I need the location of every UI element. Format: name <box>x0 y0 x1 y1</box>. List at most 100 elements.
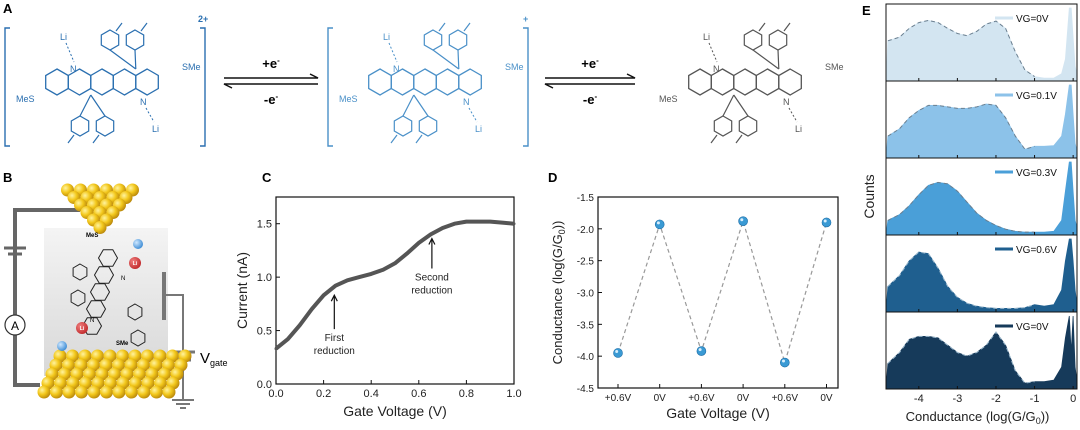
sme-label: SMe <box>116 341 129 347</box>
y-tick-label: 1.5 <box>257 219 272 231</box>
data-point <box>393 261 397 265</box>
fit-curve <box>887 251 1035 309</box>
data-point <box>488 220 492 224</box>
x-tick-label: 0.2 <box>316 388 331 400</box>
n-label: N <box>90 318 94 324</box>
n-label: N <box>393 64 400 74</box>
data-point <box>738 216 748 226</box>
ring <box>733 68 757 96</box>
panel-label-c: C <box>262 170 272 185</box>
ammeter-label: A <box>11 319 19 333</box>
gold-substrate-electrode <box>37 349 192 399</box>
methyl-bond <box>710 134 718 144</box>
x-axis-label-main: Conductance (log(G/G <box>906 409 1036 424</box>
x-tick-label: +0.6V <box>605 393 632 404</box>
tolyl-ring <box>127 303 143 321</box>
histogram-panel: VG=0V <box>885 311 1078 390</box>
coordination-bond <box>468 107 478 123</box>
equilibrium-arrows-1: +e--e- <box>223 56 319 107</box>
gold-atom <box>112 385 126 399</box>
bond <box>777 49 780 70</box>
forward-arrow <box>545 73 636 79</box>
ring <box>368 68 392 96</box>
histogram-panel: VG=0.1V <box>885 80 1078 159</box>
connecting-line <box>617 219 828 365</box>
n-label: N <box>121 276 125 282</box>
data-point <box>464 220 468 224</box>
superscript: - <box>594 92 597 101</box>
tolyl-ring <box>738 115 758 137</box>
ring <box>89 283 111 301</box>
methyl-bond <box>463 22 471 32</box>
x-tick-label: 1.0 <box>506 388 521 400</box>
y-axis-label-end: )) <box>550 221 565 230</box>
panel-label-a: A <box>3 1 13 16</box>
n-label: N <box>70 64 77 74</box>
data-point-highlight <box>823 219 827 223</box>
x-tick-label: +0.6V <box>772 393 799 404</box>
y-tick-label: -4.0 <box>577 352 595 363</box>
annotation-text: reduction <box>411 286 452 297</box>
methyl-bond <box>140 22 148 32</box>
data-point <box>405 252 409 256</box>
y-axis-label: Counts <box>861 174 877 218</box>
y-tick-label: -1.5 <box>577 193 595 204</box>
data-point <box>512 222 516 226</box>
data-point-highlight <box>615 349 619 353</box>
ammeter-icon <box>4 314 26 336</box>
data-point <box>613 348 623 358</box>
methyl-bond <box>92 134 100 144</box>
data-point <box>298 323 302 327</box>
ring <box>93 266 115 284</box>
methyl-bond <box>415 134 423 144</box>
x-axis-label: Conductance (log(G/G0)) <box>906 409 1050 426</box>
data-point <box>453 222 456 226</box>
li-label: Li <box>795 124 802 134</box>
ring <box>688 68 712 96</box>
n-label: N <box>783 97 790 107</box>
legend-label: VG=0.1V <box>1016 91 1057 102</box>
data-point <box>334 284 337 288</box>
methyl-bond <box>438 22 446 32</box>
bond <box>413 94 429 117</box>
fit-curve <box>887 331 1035 384</box>
backward-arrow <box>223 83 318 89</box>
gold-atom <box>37 385 51 399</box>
fit-curve <box>887 19 1035 78</box>
coordination-bond <box>388 42 398 63</box>
ring <box>135 68 159 96</box>
x-axis-label-sub: 0 <box>1036 416 1041 426</box>
x-tick-label: 0.8 <box>459 388 474 400</box>
tolyl-ring <box>100 29 120 51</box>
li-label: Li <box>383 32 390 42</box>
bond <box>79 94 92 117</box>
y-axis-label-main: Conductance (log(G/G <box>550 234 565 364</box>
charge-label-2plus: 2+ <box>198 14 208 24</box>
reduction-label: +e- <box>262 56 280 71</box>
data-point <box>357 275 361 279</box>
coordination-bond <box>65 42 75 63</box>
annotation-text: Second <box>415 273 449 284</box>
current-trace <box>274 219 515 351</box>
histogram-area <box>885 161 1078 236</box>
x-axis-label-end: )) <box>1041 409 1050 424</box>
ring <box>458 68 482 96</box>
lithium-ion-sphere <box>129 257 141 269</box>
bond <box>90 94 106 117</box>
data-point <box>417 241 421 245</box>
bond <box>109 49 137 70</box>
data-point <box>381 268 385 272</box>
x-axis-label: Gate Voltage (V) <box>343 403 447 419</box>
bracket-left <box>327 27 333 147</box>
y-tick-label: 0.0 <box>257 379 272 391</box>
data-point <box>322 293 326 297</box>
x-tick-label: 0.0 <box>268 388 283 400</box>
bond <box>733 94 749 117</box>
sme-label: SMe <box>182 62 201 72</box>
data-point-highlight <box>698 348 702 352</box>
